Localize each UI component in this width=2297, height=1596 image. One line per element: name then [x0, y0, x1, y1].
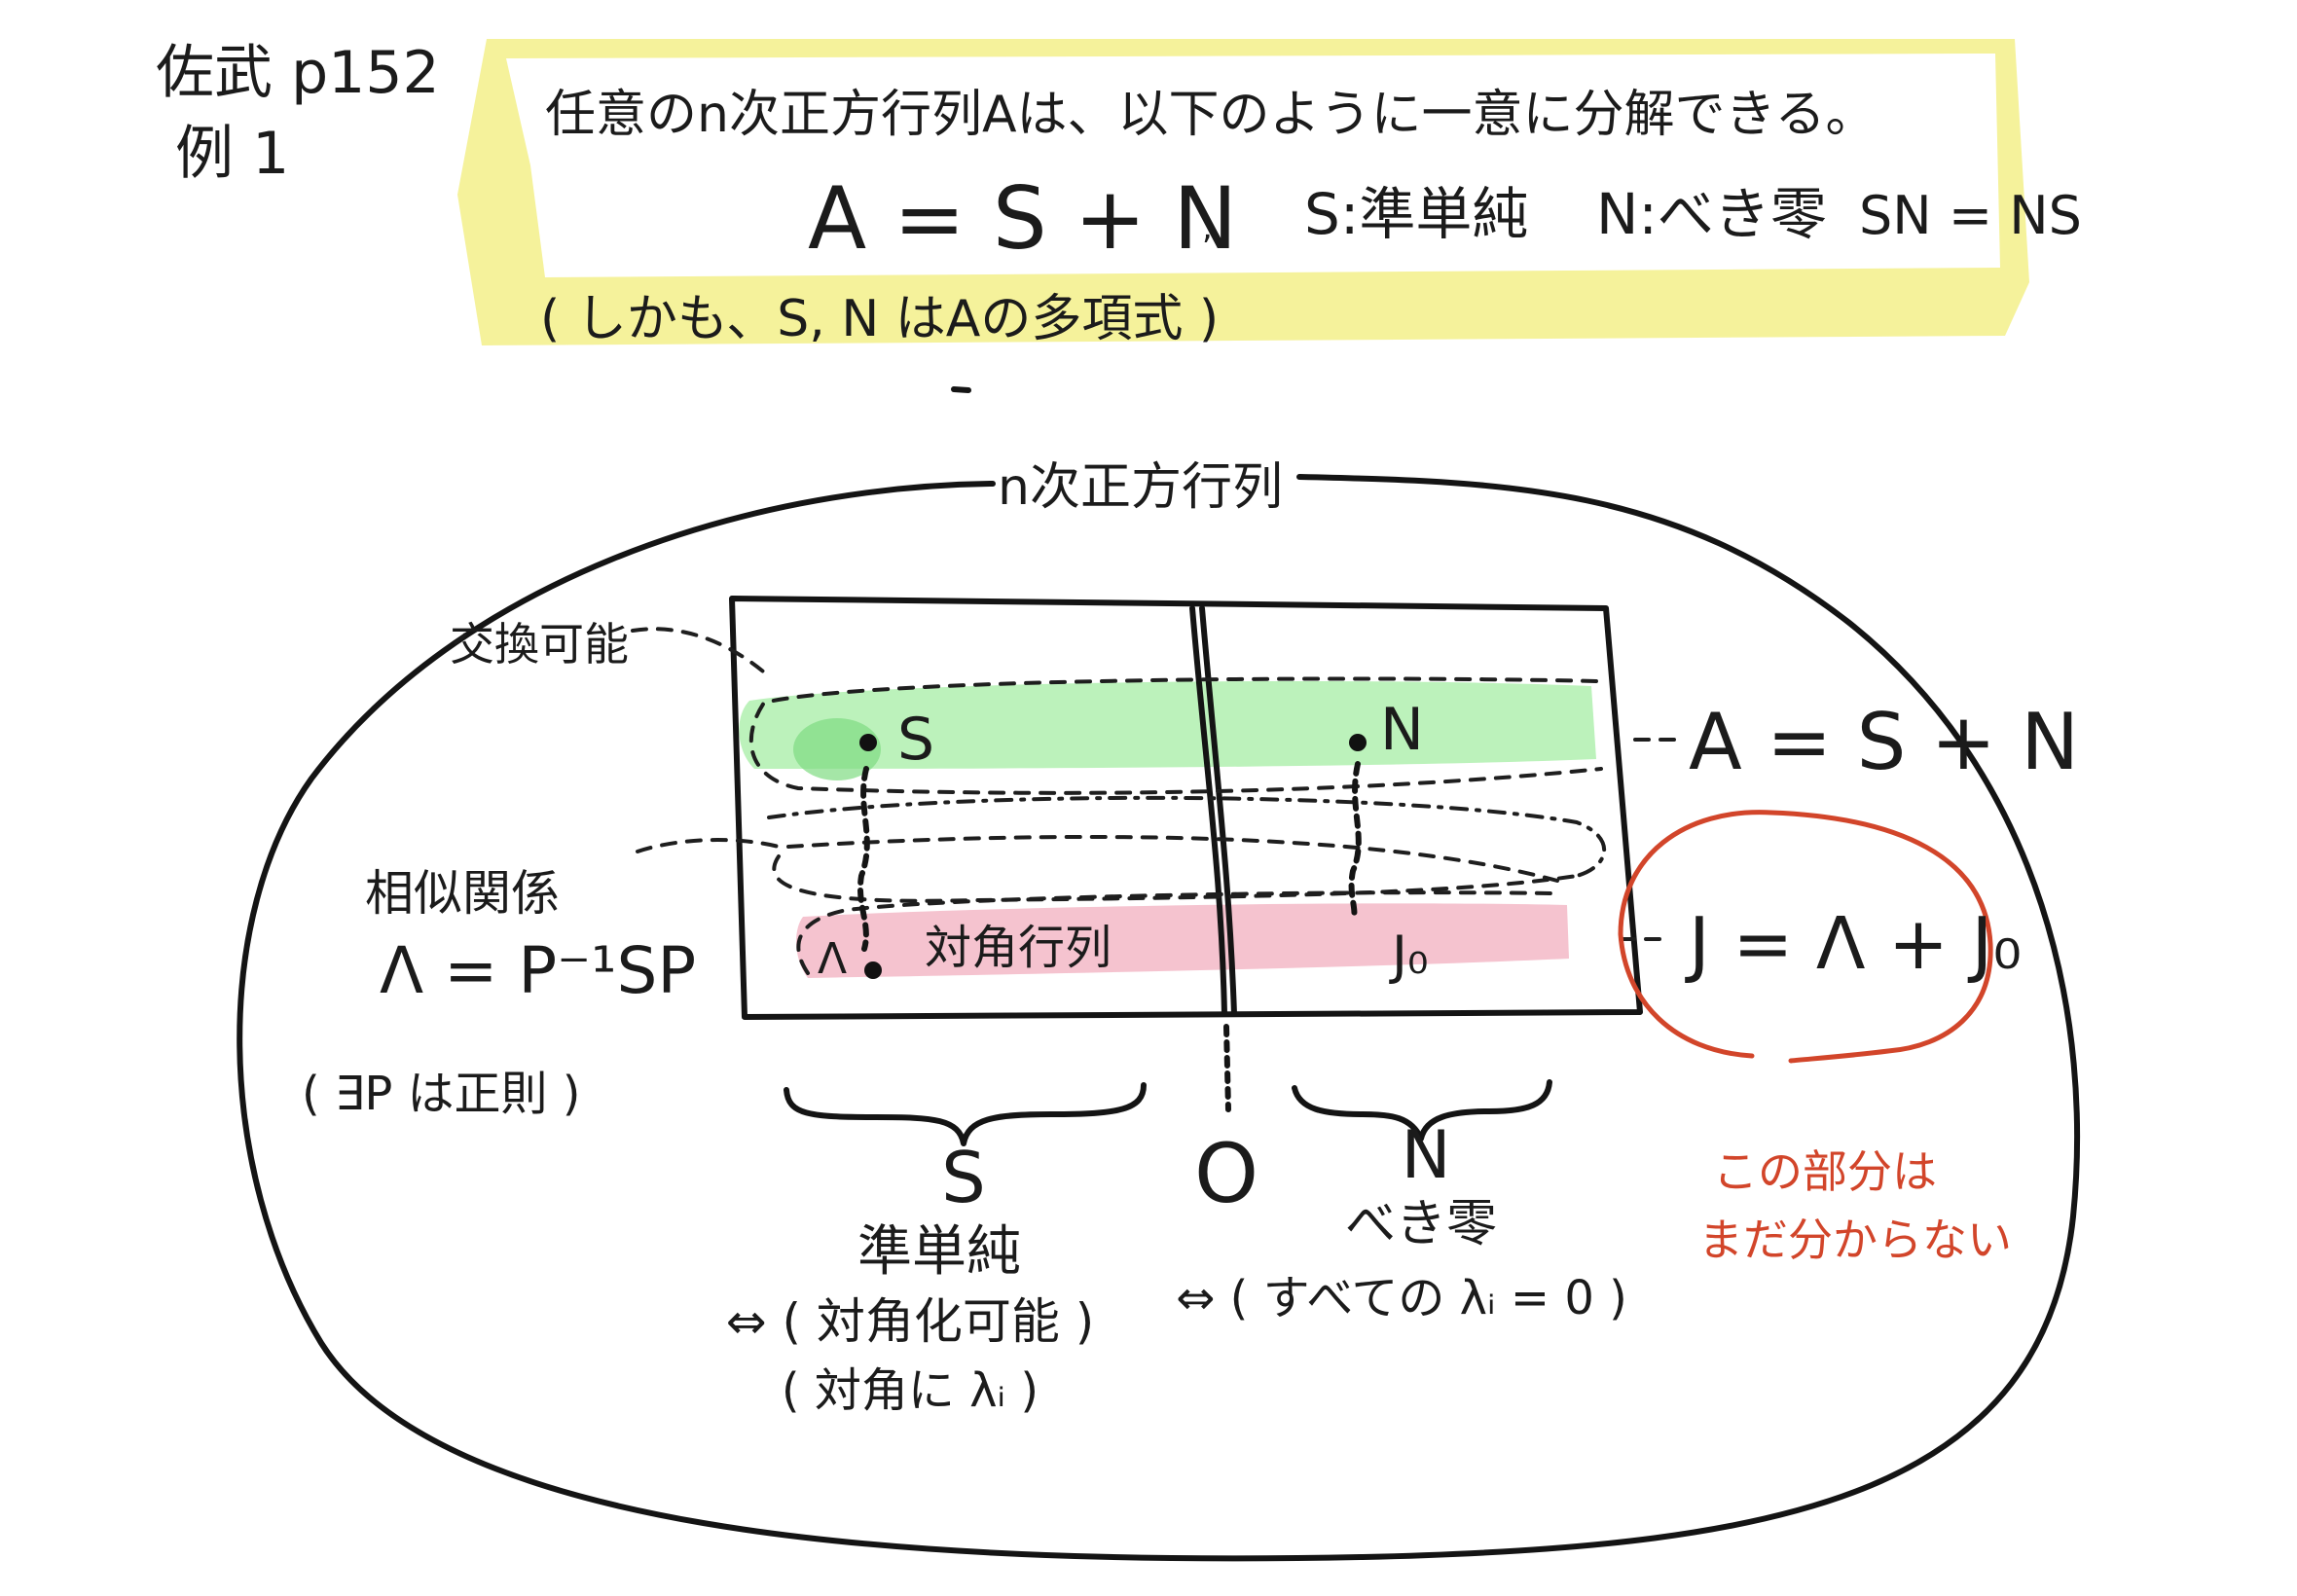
- pink-band: [796, 903, 1569, 978]
- s-dot: [859, 734, 877, 751]
- n-region-name: べき零: [1345, 1195, 1497, 1253]
- equation-comma: ,: [1202, 208, 1213, 247]
- commutable-region: [748, 676, 1603, 795]
- similar-region-lower: [772, 854, 1579, 903]
- commutable-label: 交換可能: [450, 618, 629, 671]
- n-point-label: N: [1380, 696, 1424, 764]
- s-region-equiv: ⇔ ( 対角化可能 ): [726, 1293, 1095, 1350]
- unknown-note-line1: この部分は: [1713, 1145, 1937, 1198]
- n-definition: N:べき零: [1596, 181, 1827, 247]
- outer-lower-dash: [786, 834, 1559, 883]
- similar-region-upper: [767, 795, 1607, 878]
- theorem-equation: A = S + N: [808, 168, 1237, 269]
- universe-label: n次正方行列: [998, 458, 1283, 517]
- s-point-label: S: [897, 706, 934, 774]
- s-definition: S:準単純: [1304, 181, 1528, 247]
- n-dot: [1349, 734, 1367, 751]
- matrix-universe-outline: [237, 474, 2081, 1562]
- n-region-letter: N: [1402, 1117, 1451, 1194]
- theorem-statement: 任意のn次正方行列Aは、以下のように一意に分解できる。: [545, 86, 1877, 144]
- zero-matrix-label: O: [1194, 1126, 1258, 1221]
- s-region-letter: S: [941, 1137, 986, 1218]
- center-divider: [1189, 605, 1227, 1017]
- similar-label: 相似関係: [365, 865, 560, 922]
- unknown-note-line2: まだ分からない: [1698, 1214, 2012, 1266]
- red-circle: [1618, 810, 1993, 1064]
- lambda-dot: [864, 961, 882, 979]
- source-reference: 佐武 p152: [156, 39, 440, 107]
- s-to-lambda-connector: [857, 766, 870, 952]
- diagonal-region: [796, 890, 1554, 975]
- similar-formula: Λ = P⁻¹SP: [380, 933, 696, 1008]
- commutation-relation: SN = NS: [1859, 185, 2082, 246]
- green-band-smudge: [793, 718, 881, 780]
- center-divider-double: [1199, 605, 1237, 1017]
- lambda-point-label: Λ: [818, 934, 847, 984]
- n-brace: [1292, 1079, 1552, 1142]
- similar-note: ( ∃P は正則 ): [302, 1067, 581, 1121]
- s-region-detail: ( 対角に λᵢ ): [782, 1363, 1039, 1418]
- theorem-inner-box: [506, 54, 2000, 277]
- commutable-leader: [631, 627, 771, 678]
- matrix-box: [729, 596, 1643, 1020]
- green-band: [739, 681, 1596, 769]
- row-sum-bottom: J = Λ + J₀: [1685, 902, 2022, 986]
- s-region-name: 準単純: [857, 1220, 1021, 1284]
- polynomial-note: ( しかも、S, N はAの多項式 ): [540, 290, 1219, 348]
- diagonal-matrix-label: 対角行列: [925, 921, 1112, 975]
- n-to-j0-connector: [1348, 761, 1362, 923]
- example-number: 例 1: [175, 120, 289, 188]
- divider-to-zero-connector: [1223, 1024, 1231, 1112]
- s-brace: [784, 1082, 1147, 1146]
- n-region-equiv: ⇔ ( すべての λᵢ = 0 ): [1176, 1271, 1627, 1325]
- stray-mark: [951, 386, 971, 393]
- row-sum-top: A = S + N: [1689, 697, 2079, 787]
- similar-leader: [636, 838, 781, 853]
- j0-point-label: J₀: [1389, 925, 1429, 986]
